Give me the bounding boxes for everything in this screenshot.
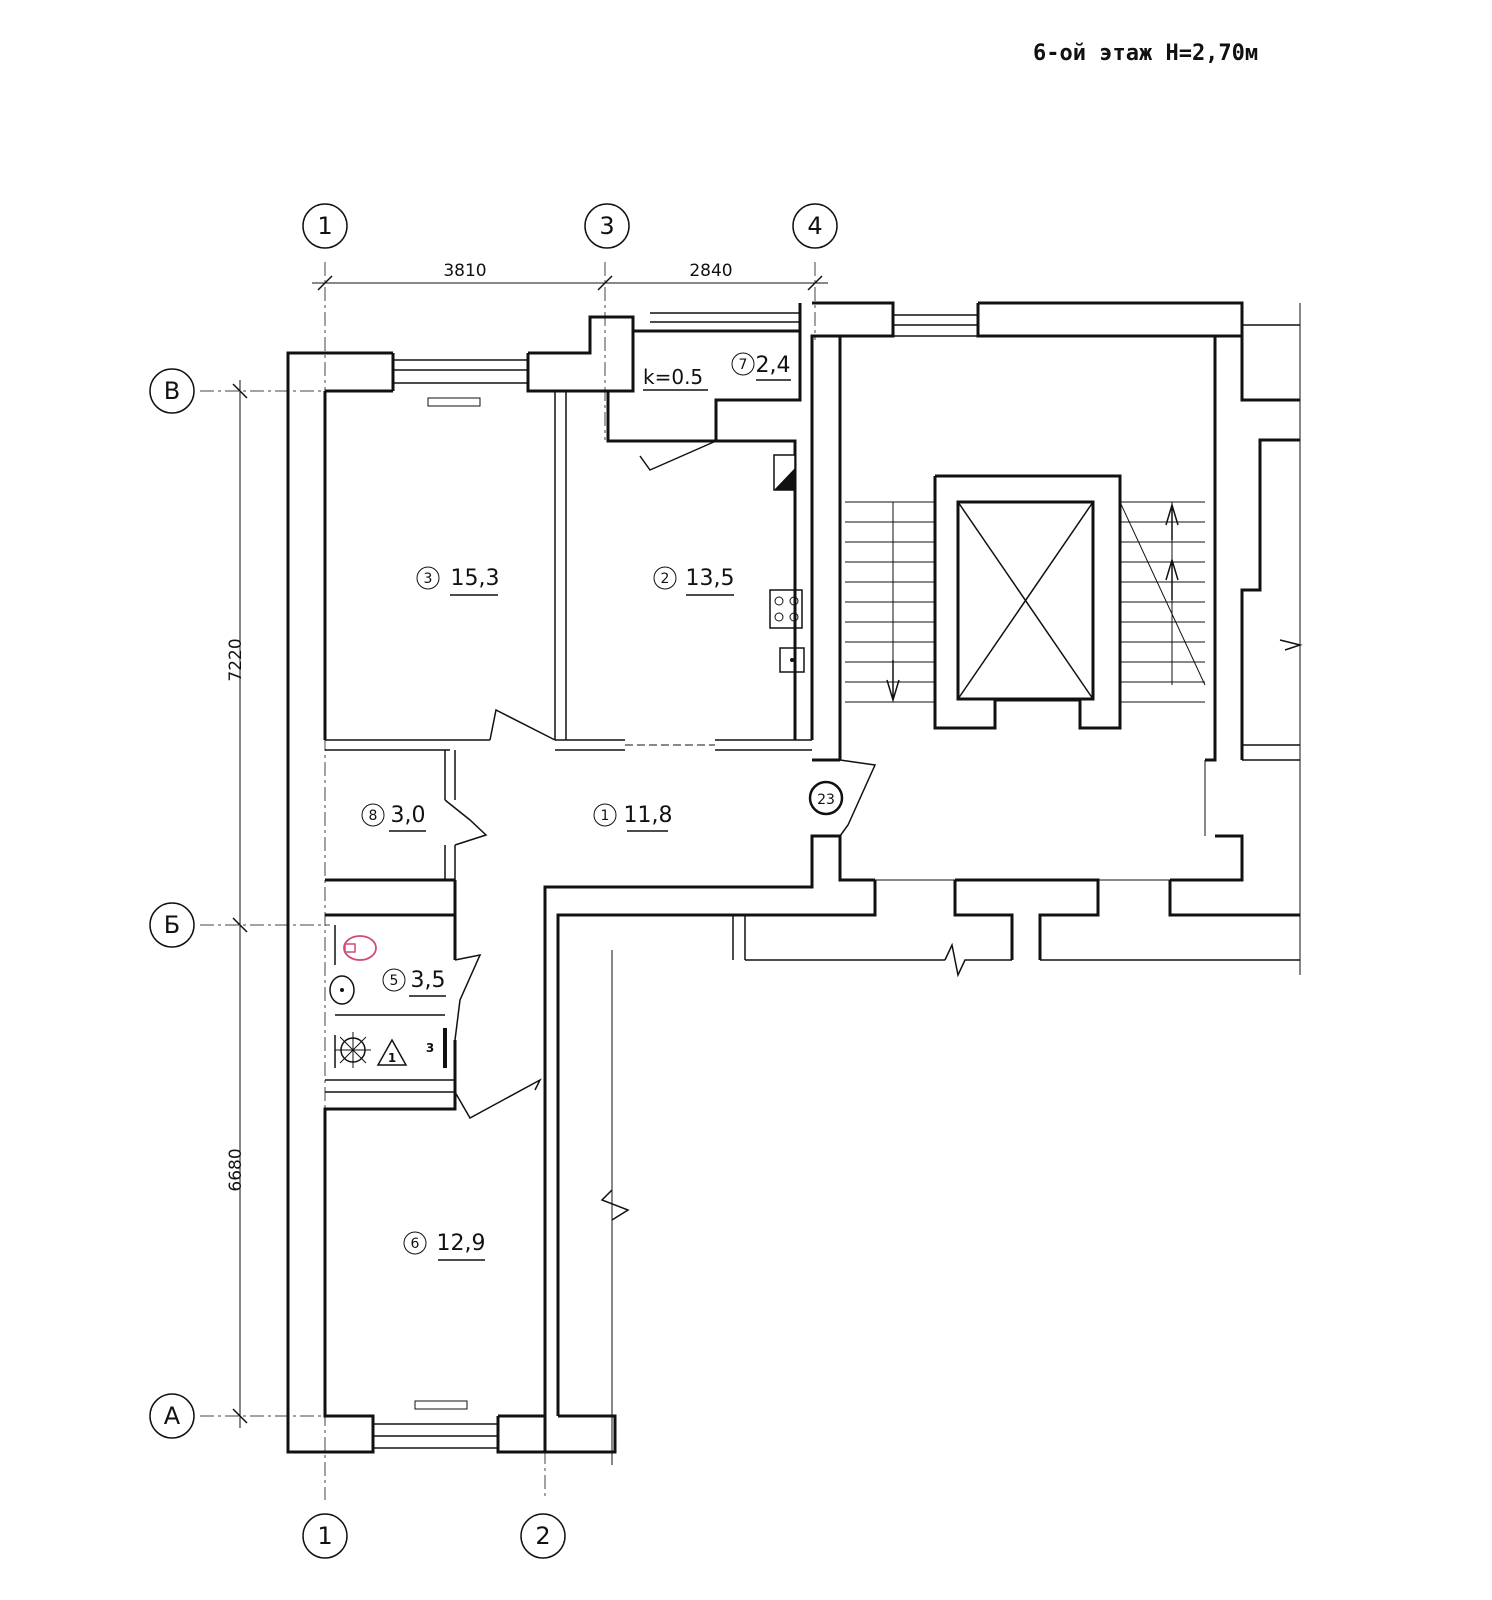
axis-marker-bottom-1: 1 bbox=[302, 1513, 348, 1559]
meter-mark: 3 bbox=[426, 1041, 434, 1055]
svg-text:В: В bbox=[164, 377, 180, 405]
axis-marker-left-v: В bbox=[149, 368, 195, 414]
room-label-8: 8 3,0 bbox=[361, 803, 426, 832]
svg-text:3,5: 3,5 bbox=[411, 968, 446, 993]
kitchen-equipment bbox=[769, 454, 805, 673]
svg-text:1: 1 bbox=[317, 1522, 332, 1550]
room-label-3: 3 15,3 bbox=[416, 566, 500, 596]
warning-triangle-icon bbox=[376, 1038, 408, 1066]
window-room-3 bbox=[393, 359, 528, 384]
apartment-mark: 23 bbox=[808, 780, 844, 816]
room-label-2: 2 13,5 bbox=[653, 566, 735, 596]
svg-text:23: 23 bbox=[817, 792, 835, 808]
svg-text:3: 3 bbox=[424, 571, 433, 587]
washbasin-icon bbox=[329, 975, 355, 1005]
svg-text:15,3: 15,3 bbox=[451, 566, 500, 591]
svg-text:1: 1 bbox=[601, 808, 610, 824]
axis-lines bbox=[200, 262, 816, 1500]
axis-marker-top-4: 4 bbox=[792, 203, 838, 249]
axis-marker-top-1: 1 bbox=[302, 203, 348, 249]
radiator-icon bbox=[414, 1400, 468, 1410]
axis-marker-bottom-2: 2 bbox=[520, 1513, 566, 1559]
svg-text:5: 5 bbox=[390, 973, 399, 989]
window-room-6 bbox=[373, 1423, 498, 1449]
doors bbox=[444, 440, 877, 1120]
window-balcony bbox=[650, 312, 800, 323]
stair-arrow-down-icon bbox=[886, 660, 900, 703]
svg-text:6: 6 bbox=[411, 1236, 420, 1252]
stair-arrow-up-icon bbox=[1165, 557, 1179, 600]
dimension-2840: 2840 bbox=[689, 261, 732, 281]
svg-text:3,0: 3,0 bbox=[391, 803, 426, 828]
dimension-top: 3810 2840 bbox=[312, 261, 828, 291]
radiator-icon bbox=[427, 397, 481, 407]
svg-text:3: 3 bbox=[599, 212, 614, 240]
svg-text:k=0.5: k=0.5 bbox=[643, 365, 703, 389]
axis-marker-left-b: Б bbox=[149, 902, 195, 948]
svg-text:13,5: 13,5 bbox=[686, 566, 735, 591]
axis-marker-top-3: 3 bbox=[584, 203, 630, 249]
boiler-mark: 1 bbox=[388, 1051, 396, 1065]
svg-text:4: 4 bbox=[807, 212, 822, 240]
dimension-6680: 6680 bbox=[226, 1148, 246, 1191]
toilet-icon bbox=[343, 935, 377, 961]
dimension-3810: 3810 bbox=[443, 261, 486, 281]
stove-icon bbox=[769, 589, 803, 629]
svg-text:2: 2 bbox=[535, 1522, 550, 1550]
room-label-7: 7 2,4 bbox=[731, 352, 791, 381]
svg-text:12,9: 12,9 bbox=[437, 1231, 486, 1256]
sink-icon bbox=[779, 647, 805, 673]
axis-marker-left-a: А bbox=[149, 1393, 195, 1439]
ventilation-icon bbox=[774, 468, 795, 490]
room-label-5: 5 3,5 bbox=[382, 968, 446, 997]
svg-text:2: 2 bbox=[661, 571, 670, 587]
svg-text:8: 8 bbox=[369, 808, 378, 824]
room-label-1: 1 11,8 bbox=[593, 803, 673, 832]
room-label-6: 6 12,9 bbox=[403, 1231, 486, 1261]
floor-title: 6-ой этаж Н=2,70м bbox=[1033, 41, 1258, 66]
svg-text:2,4: 2,4 bbox=[756, 353, 791, 378]
bathroom-equipment: 1 3 bbox=[329, 925, 447, 1068]
balcony-coefficient: k=0.5 bbox=[643, 365, 708, 391]
dimension-7220: 7220 bbox=[226, 638, 246, 681]
dimension-left: 7220 6680 bbox=[226, 380, 248, 1428]
stairwell bbox=[732, 301, 1303, 978]
break-line bbox=[600, 950, 630, 1465]
svg-text:11,8: 11,8 bbox=[624, 803, 673, 828]
svg-text:А: А bbox=[164, 1402, 181, 1430]
svg-text:Б: Б bbox=[164, 911, 180, 939]
svg-text:1: 1 bbox=[317, 212, 332, 240]
svg-text:7: 7 bbox=[739, 357, 748, 373]
